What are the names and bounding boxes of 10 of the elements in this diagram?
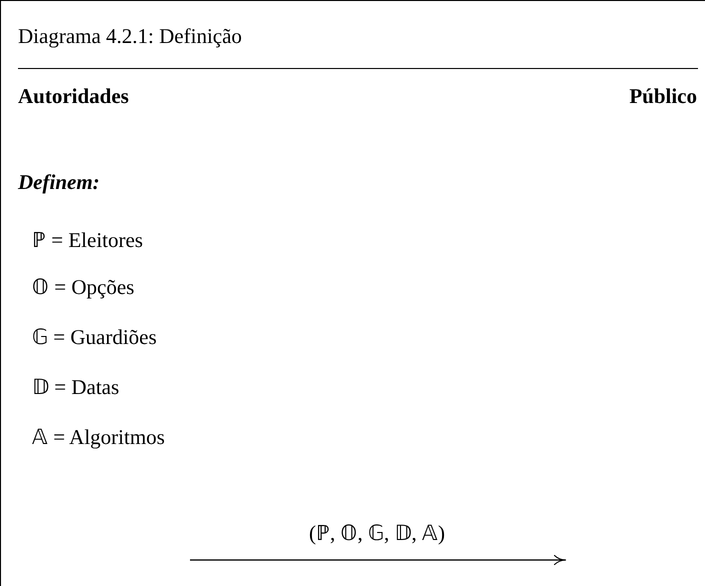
definition-text: 𝔸 = Algoritmos: [32, 425, 165, 450]
definition-text: 𝕆 = Opções: [32, 275, 134, 300]
diagram-title: Diagrama 4.2.1: Definição: [18, 24, 242, 49]
participant-heading: Autoridades: [18, 84, 129, 109]
definition-text: ℙ = Eleitores: [32, 227, 143, 253]
definition-text: 𝔾 = Guardiões: [32, 325, 157, 350]
definition-text: 𝔻 = Datas: [32, 375, 120, 400]
participant-heading: Público: [629, 84, 697, 109]
section-heading: Definem:: [18, 170, 100, 195]
message-label: (ℙ, 𝕆, 𝔾, 𝔻, 𝔸): [309, 520, 445, 546]
